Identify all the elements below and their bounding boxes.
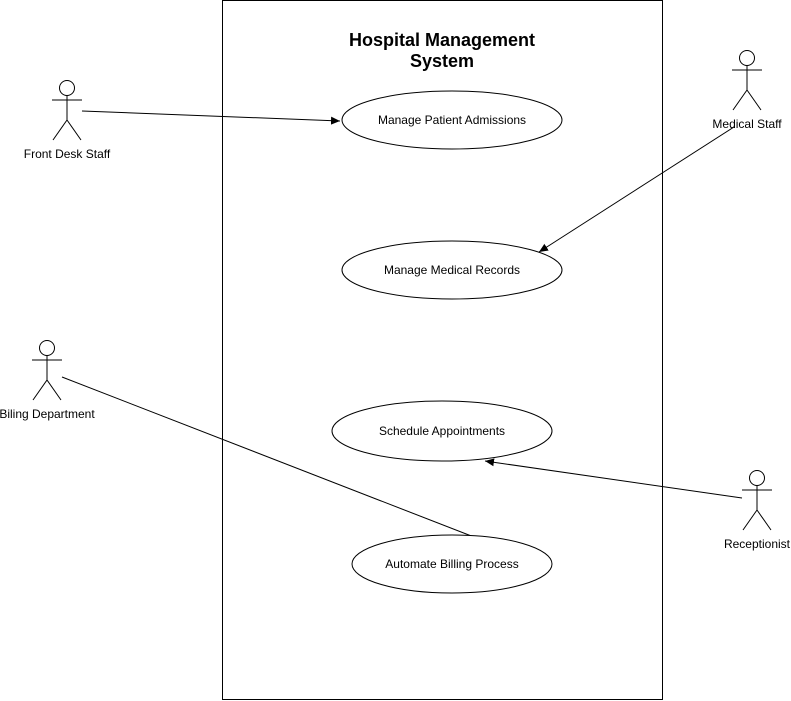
stick-figure-icon — [52, 80, 82, 141]
use-case-appointments-label: Schedule Appointments — [379, 424, 505, 438]
stick-figure-icon — [732, 50, 762, 111]
association-billing-automate — [61, 376, 493, 545]
system-title-line1: Hospital Management — [349, 30, 535, 50]
use-case-appointments[interactable]: Schedule Appointments — [331, 400, 553, 462]
actor-receptionist[interactable]: Receptionist — [724, 470, 791, 552]
use-case-billing-label: Automate Billing Process — [385, 557, 518, 571]
use-case-billing[interactable]: Automate Billing Process — [351, 534, 553, 594]
actor-front-desk-label: Front Desk Staff — [24, 147, 111, 161]
actor-front-desk-staff[interactable]: Front Desk Staff — [24, 80, 111, 162]
stick-figure-icon — [742, 470, 772, 531]
use-case-records[interactable]: Manage Medical Records — [341, 240, 563, 300]
actor-medical-staff-label: Medical Staff — [712, 117, 782, 131]
system-title-line2: System — [410, 51, 474, 71]
actor-receptionist-label: Receptionist — [724, 537, 791, 551]
association-receptionist-appointments — [484, 458, 743, 499]
actor-billing-label: Biling Department — [0, 407, 95, 421]
system-boundary — [222, 0, 663, 700]
use-case-admissions-label: Manage Patient Admissions — [378, 113, 526, 127]
stick-figure-icon — [32, 340, 62, 401]
association-front-desk-admissions — [81, 110, 341, 125]
use-case-records-label: Manage Medical Records — [384, 263, 520, 277]
use-case-admissions[interactable]: Manage Patient Admissions — [341, 90, 563, 150]
association-medical-staff-records — [538, 126, 735, 253]
actor-billing-department[interactable]: Biling Department — [0, 340, 95, 422]
actor-medical-staff[interactable]: Medical Staff — [712, 50, 782, 132]
